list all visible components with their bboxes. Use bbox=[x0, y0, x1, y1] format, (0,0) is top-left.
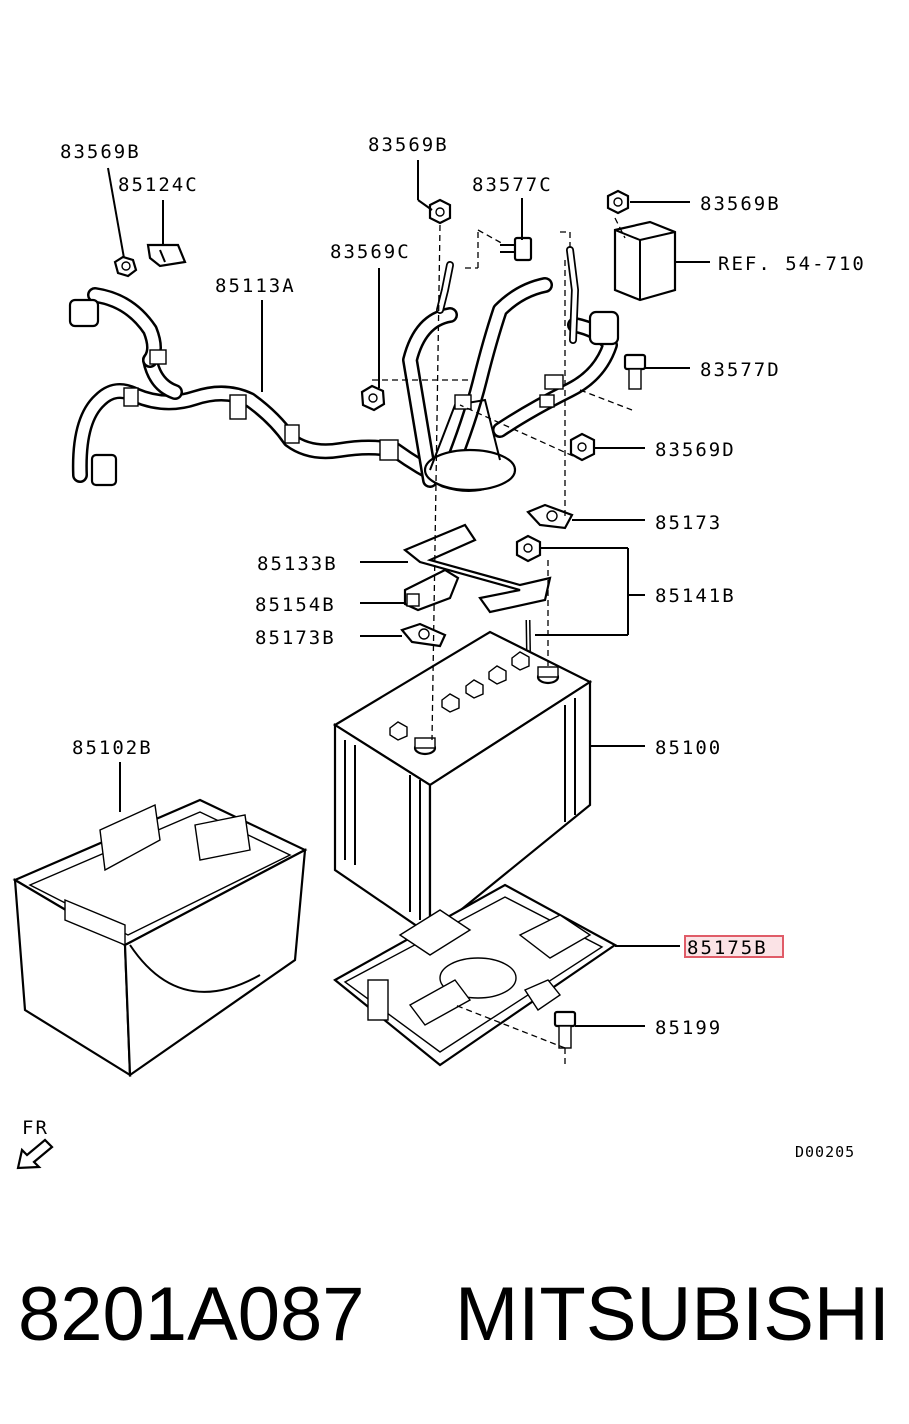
cell-cap bbox=[389, 721, 408, 741]
nut-83569B-left bbox=[113, 255, 138, 278]
alignment-lines bbox=[372, 217, 633, 1068]
label-83569B-left: 83569B bbox=[60, 141, 141, 163]
nut-85141B bbox=[515, 534, 542, 563]
nut-83569B-right bbox=[606, 189, 630, 215]
highlight-box bbox=[684, 935, 784, 958]
nut-83569B-top bbox=[428, 198, 452, 225]
clip-1 bbox=[123, 387, 139, 407]
fasteners[interactable] bbox=[113, 189, 647, 1049]
clip-3 bbox=[229, 394, 247, 420]
hold-down-bracket[interactable] bbox=[402, 523, 552, 614]
terminal-85173 bbox=[526, 503, 574, 530]
nut-83569D bbox=[569, 432, 596, 462]
label-85102B: 85102B bbox=[72, 737, 153, 759]
label-85173: 85173 bbox=[655, 512, 722, 534]
harness-boot bbox=[423, 448, 517, 492]
label-83569C: 83569C bbox=[330, 241, 411, 263]
brand-name: MITSUBISHI bbox=[455, 1272, 890, 1357]
fuse-cover-small bbox=[588, 310, 620, 346]
label-ref: REF. 54-710 bbox=[718, 253, 866, 275]
battery[interactable] bbox=[332, 630, 593, 938]
cell-cap bbox=[465, 679, 484, 699]
clip-6 bbox=[454, 394, 472, 410]
label-85199: 85199 bbox=[655, 1017, 722, 1039]
fr-label: FR bbox=[22, 1117, 49, 1139]
bolt-83577C bbox=[500, 236, 533, 262]
label-85124C: 85124C bbox=[118, 174, 199, 196]
fr-arrow-icon bbox=[16, 1138, 54, 1170]
nut-83569C bbox=[360, 384, 386, 412]
clip-8 bbox=[539, 394, 555, 408]
cover-85154B bbox=[403, 568, 460, 612]
wire-harness[interactable] bbox=[68, 246, 620, 492]
label-85133B: 85133B bbox=[257, 553, 338, 575]
cell-cap bbox=[511, 651, 530, 671]
label-85173B: 85173B bbox=[255, 627, 336, 649]
battery-tray[interactable] bbox=[333, 883, 618, 1067]
leader-lines bbox=[107, 160, 710, 1027]
bolt-83577D bbox=[623, 353, 647, 390]
cell-cap bbox=[441, 693, 460, 713]
label-83577C: 83577C bbox=[472, 174, 553, 196]
front-orientation: FR bbox=[16, 1117, 54, 1170]
clip-7 bbox=[544, 374, 564, 390]
label-83569D: 83569D bbox=[655, 439, 736, 461]
label-85100: 85100 bbox=[655, 737, 722, 759]
ref-box bbox=[613, 220, 677, 302]
label-83569B-right: 83569B bbox=[700, 193, 781, 215]
clip-85124C bbox=[146, 243, 187, 268]
label-85113A: 85113A bbox=[215, 275, 296, 297]
clip-5 bbox=[379, 439, 399, 461]
label-83569B-top: 83569B bbox=[368, 134, 449, 156]
connector-left-upper bbox=[68, 298, 100, 328]
connector-left-lower bbox=[90, 453, 118, 487]
label-85175B: 85175B bbox=[687, 937, 768, 959]
terminal-85173B bbox=[400, 622, 447, 648]
clip-4 bbox=[284, 424, 300, 444]
bolt-85199 bbox=[553, 1010, 577, 1049]
part-number: 8201A087 bbox=[18, 1272, 365, 1357]
clip-2 bbox=[149, 349, 167, 365]
diagram-code: D00205 bbox=[795, 1143, 855, 1161]
label-85141B: 85141B bbox=[655, 585, 736, 607]
callout-labels: 83569B 85124C 85113A 83569B 83577C 83569… bbox=[60, 134, 866, 1039]
label-83577D: 83577D bbox=[700, 359, 781, 381]
cell-cap bbox=[488, 665, 507, 685]
label-85154B: 85154B bbox=[255, 594, 336, 616]
battery-box[interactable] bbox=[12, 798, 308, 1078]
